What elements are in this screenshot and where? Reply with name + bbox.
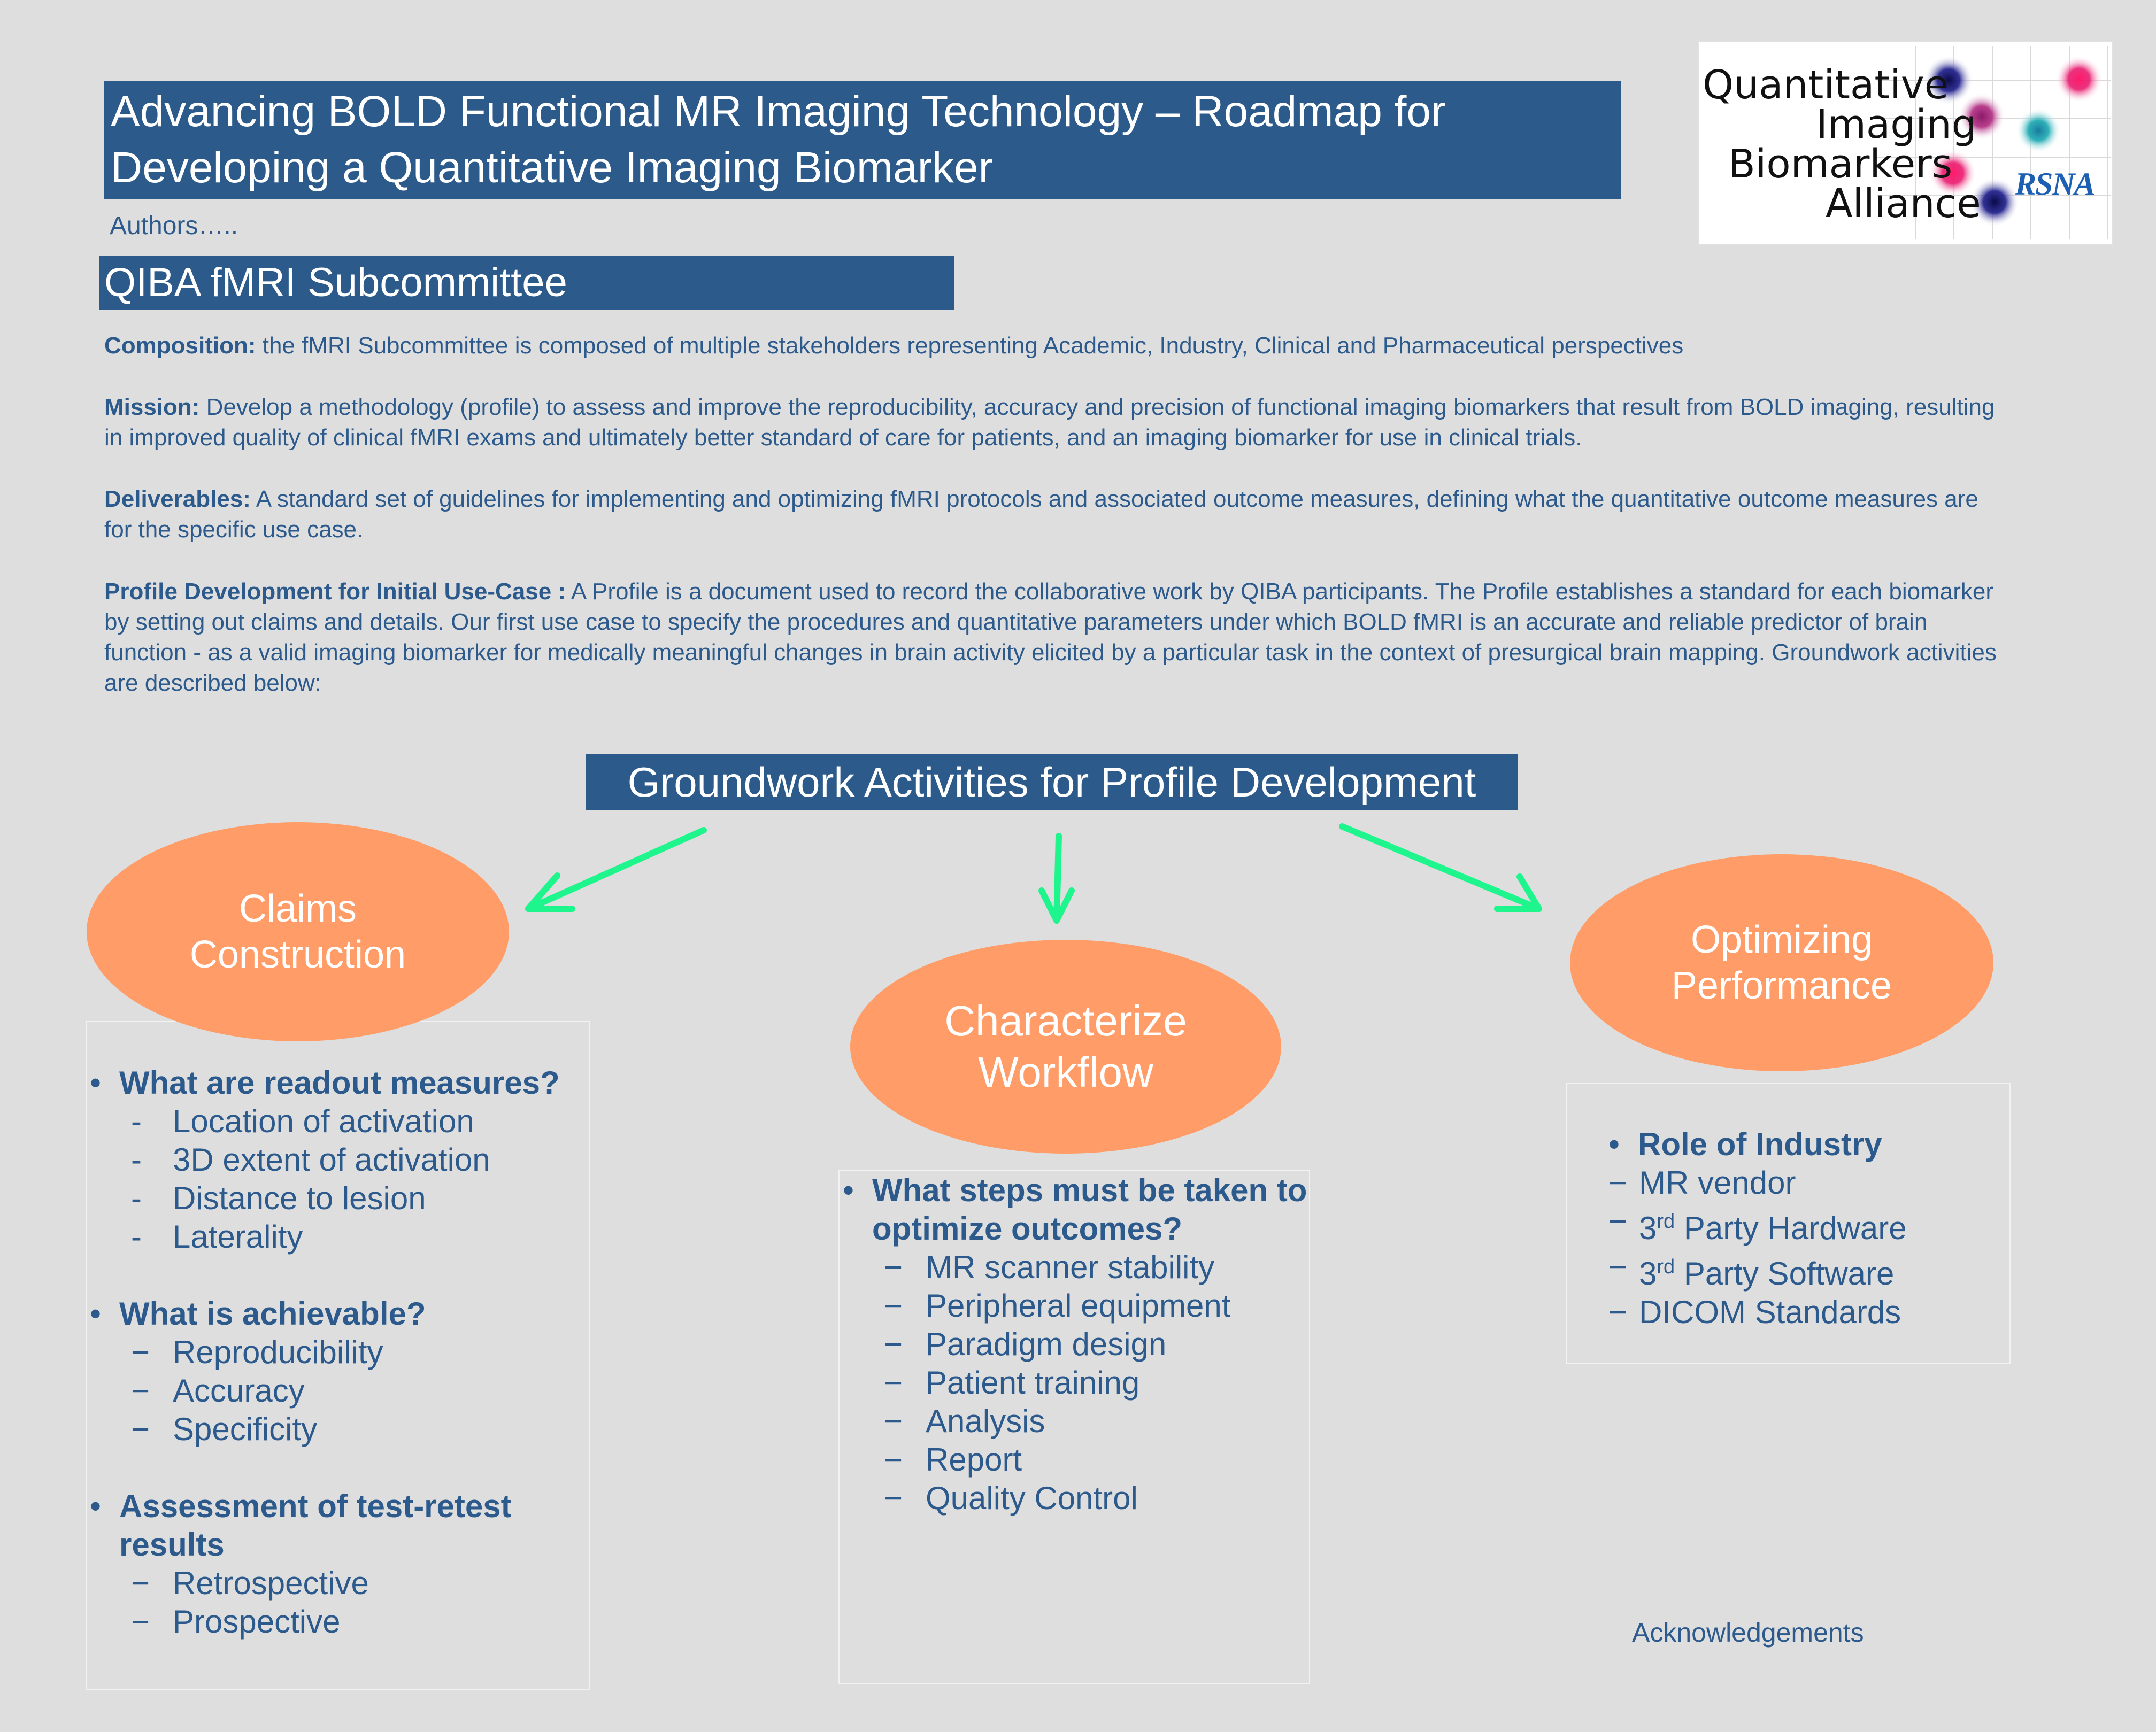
list-item: −Specificity [131,1410,587,1449]
groundwork-title: Groundwork Activities for Profile Develo… [586,754,1518,810]
deliverables-text: A standard set of guidelines for impleme… [104,486,1978,543]
list-item: -Location of activation [131,1102,587,1141]
section-title: QIBA fMRI Subcommittee [99,256,954,310]
list-item: -Laterality [131,1218,587,1256]
dash-icon: − [131,1373,150,1409]
optimizing-performance-label: Optimizing Performance [1671,918,1892,1007]
profile-paragraph: Profile Development for Initial Use-Case… [104,576,2008,698]
claims-list: •What are readout measures? -Location of… [90,1064,587,1641]
claims-construction-label: Claims Construction [189,887,406,976]
logo-line2: Imaging [1816,102,1977,148]
arrow-left-icon [525,827,707,912]
dash-icon: − [884,1365,903,1401]
dash-icon: - [131,1103,142,1139]
dash-icon: - [131,1219,142,1255]
rsna-logo: RSNA [2015,166,2096,202]
logo-line3: Biomarkers [1728,141,1953,187]
poster-title: Advancing BOLD Functional MR Imaging Tec… [104,81,1621,199]
deliverables-label: Deliverables: [104,486,251,512]
characterize-workflow-ellipse: Characterize Workflow [850,940,1281,1154]
dash-icon: − [884,1480,903,1516]
dash-icon: − [131,1565,150,1601]
list-item: −3rd Party Hardware [1608,1203,1907,1246]
industry-list: •Role of Industry −MR vendor −3rd Party … [1608,1125,2004,1332]
bullet-icon: • [90,1488,102,1524]
arrow-left-head-icon [525,872,575,912]
profile-text: A Profile is a document used to record t… [104,578,1997,696]
list-item: -Distance to lesion [131,1179,587,1218]
industry-question: •Role of Industry [1608,1125,2004,1164]
list-item: -3D extent of activation [131,1141,587,1179]
dash-icon: − [131,1604,150,1640]
dash-icon: − [1608,1203,1628,1239]
composition-paragraph: Composition: the fMRI Subcommittee is co… [104,330,2008,361]
list-item: −Patient training [884,1364,1308,1402]
list-item: −Reproducibility [131,1333,587,1372]
industry-box [1566,1082,2011,1364]
optimizing-performance-ellipse: Optimizing Performance [1570,854,1993,1071]
deliverables-paragraph: Deliverables: A standard set of guidelin… [104,484,2008,545]
dash-icon: - [131,1142,142,1178]
characterize-workflow-label: Characterize Workflow [944,997,1187,1096]
dash-icon: − [884,1403,903,1439]
mission-text: Develop a methodology (profile) to asses… [104,394,1995,451]
dash-icon: − [884,1326,903,1362]
poster-title-line2: Developing a Quantitative Imaging Biomar… [111,143,993,192]
claims-construction-ellipse: Claims Construction [87,822,509,1041]
logo-line4: Alliance [1826,181,1981,227]
dash-icon: − [131,1334,150,1370]
logo-line1: Quantitative [1703,62,1949,108]
list-item: −Accuracy [131,1372,587,1410]
bullet-icon: • [90,1296,102,1332]
list-item: −3rd Party Software [1608,1249,1895,1292]
list-item: −DICOM Standards [1608,1293,2004,1332]
dash-icon: − [884,1442,903,1478]
logo-grid-icon [1877,46,2111,239]
list-item: −MR vendor [1608,1164,2004,1202]
bullet-icon: • [1608,1126,1620,1162]
bullet-icon: • [90,1065,102,1101]
list-item: −Analysis [884,1402,1308,1441]
workflow-box [838,1170,1310,1684]
composition-text: the fMRI Subcommittee is composed of mul… [256,333,1684,359]
composition-label: Composition: [104,333,256,359]
claims-question-2: •What is achievable? [90,1295,587,1333]
mission-label: Mission: [104,394,200,420]
dash-icon: − [131,1411,150,1447]
dash-icon: − [1608,1165,1628,1201]
arrow-right-icon [1339,823,1542,912]
list-item: −MR scanner stability [884,1248,1308,1287]
poster-title-line1: Advancing BOLD Functional MR Imaging Tec… [111,87,1446,136]
dash-icon: − [1608,1249,1628,1285]
dash-icon: − [884,1288,903,1324]
claims-question-1: •What are readout measures? [90,1064,587,1102]
dash-icon: − [1608,1294,1628,1330]
dash-icon: - [131,1180,142,1216]
dash-icon: − [884,1249,903,1285]
list-item: −Prospective [131,1603,587,1641]
arrow-center-icon [1053,833,1062,924]
bullet-icon: • [843,1172,854,1208]
authors: Authors….. [110,212,238,240]
list-item: −Paradigm design [884,1325,1308,1364]
list-item: −Quality Control [884,1479,1308,1518]
qiba-logo: Quantitative Imaging Biomarkers Alliance… [1698,41,2113,245]
arrow-center-head-icon [1038,887,1075,924]
list-item: −Peripheral equipment [884,1287,1308,1325]
arrow-right-head-icon [1494,873,1542,912]
profile-label: Profile Development for Initial Use-Case… [104,578,566,605]
list-item: −Report [884,1441,1308,1479]
acknowledgements: Acknowledgements [1632,1618,1864,1648]
list-item: −Retrospective [131,1564,587,1603]
mission-paragraph: Mission: Develop a methodology (profile)… [104,392,2008,453]
